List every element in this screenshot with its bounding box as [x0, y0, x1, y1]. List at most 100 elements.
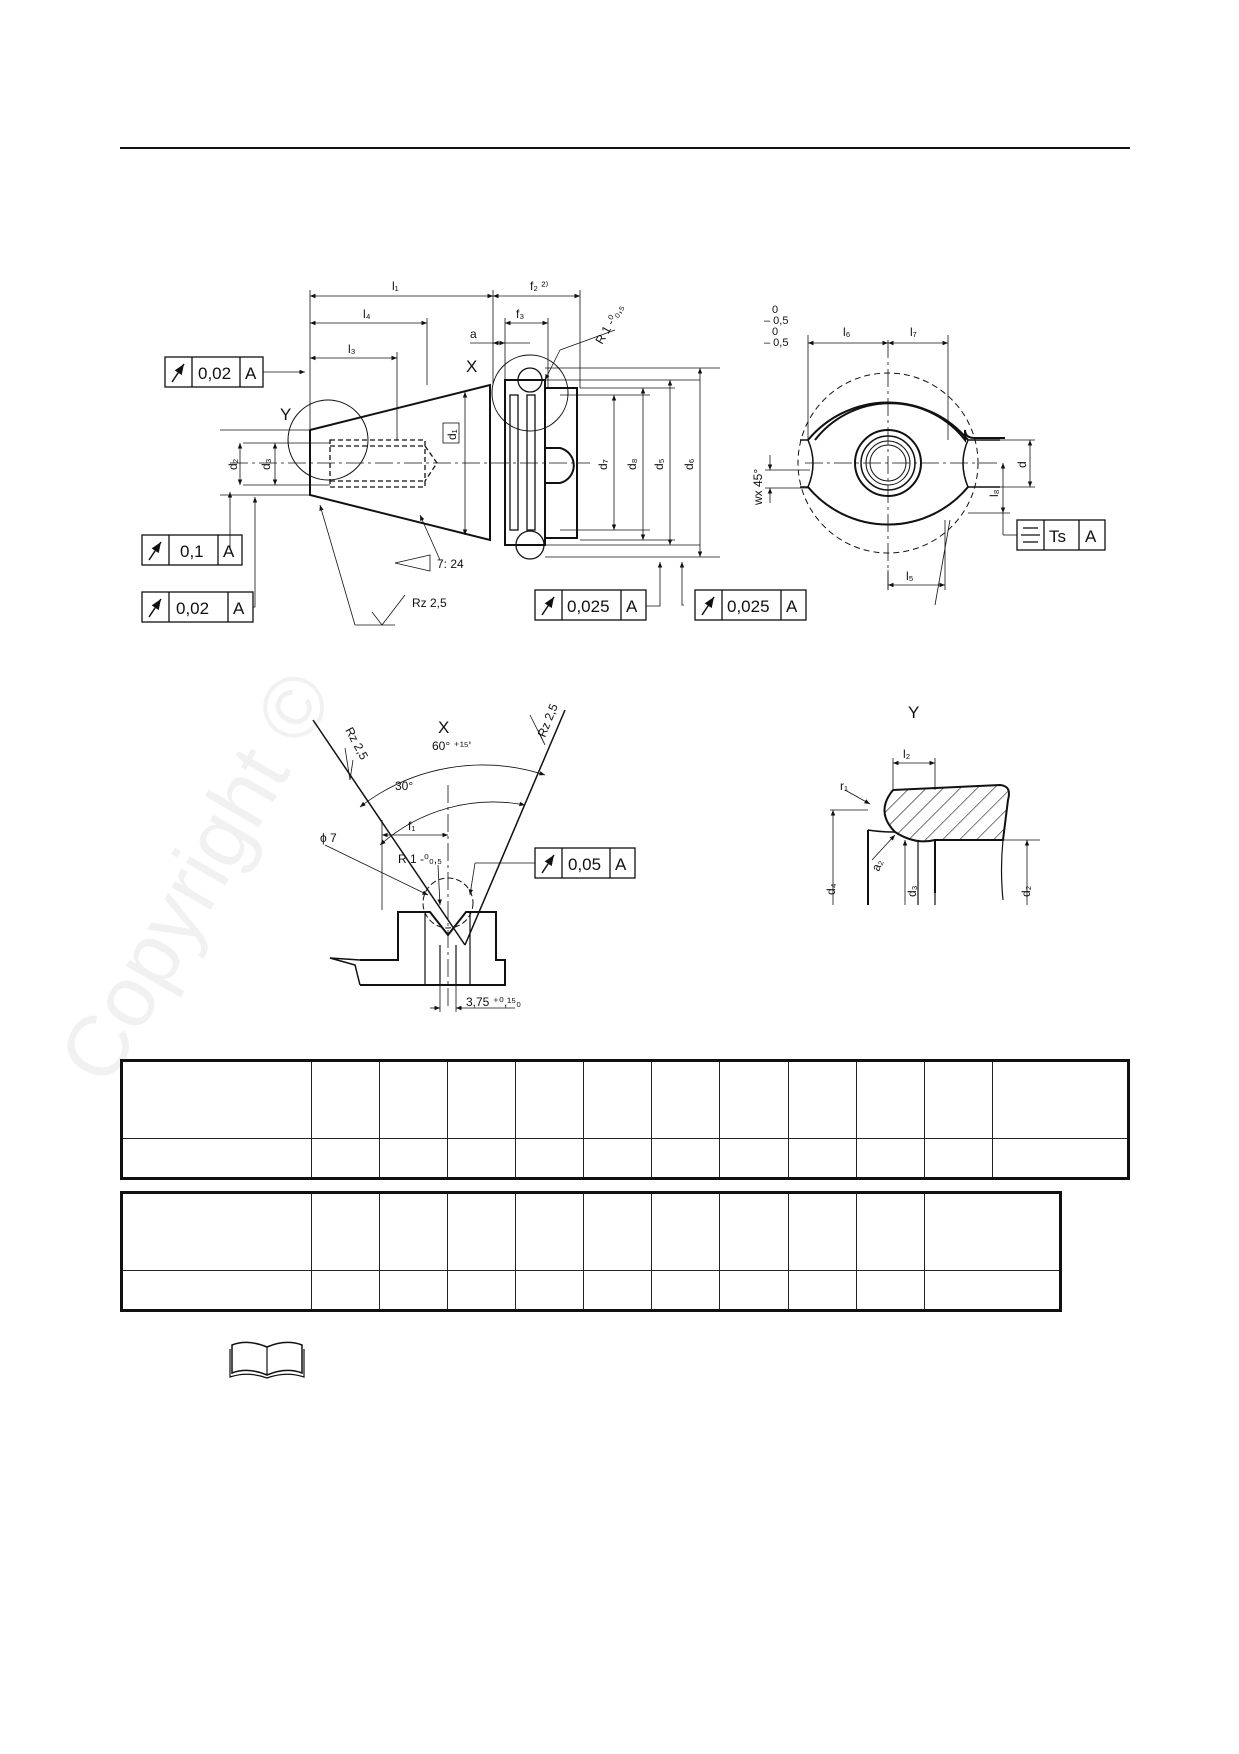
table-cell	[379, 1060, 449, 1139]
table-cell	[121, 1192, 312, 1271]
label-d3: d₃	[259, 458, 273, 470]
table-cell	[855, 1270, 925, 1311]
frame-symmetry-datum: A	[1085, 527, 1097, 546]
label-x-main: X	[466, 357, 477, 376]
label-rz-main: Rz 2,5	[412, 596, 447, 610]
label-l7: l₇	[910, 325, 917, 339]
frame-runout-1: 0,02 A	[164, 356, 264, 388]
table-cell	[991, 1138, 1130, 1179]
table-cell	[719, 1270, 789, 1311]
book-icon	[229, 1341, 305, 1379]
table-cell	[447, 1060, 517, 1139]
label-d2y: d₂	[1019, 885, 1033, 897]
table-cell	[379, 1138, 449, 1179]
end-view	[765, 335, 1035, 606]
table-cell	[923, 1270, 1062, 1311]
frame-runout-4: 0,025 A	[534, 589, 647, 621]
label-d1: d₁	[445, 429, 459, 440]
label-l1: l₁	[392, 279, 399, 293]
table-cell	[651, 1270, 721, 1311]
frame-runout-5-value: 0,025	[727, 597, 770, 616]
table-cell	[447, 1138, 517, 1179]
label-y-detail: Y	[908, 703, 919, 722]
dimension-table-1	[120, 1059, 1130, 1180]
table-cell	[121, 1060, 312, 1139]
frame-runout-3: 0,02 A	[141, 591, 254, 623]
label-angle60: 60° ⁺¹⁵'	[432, 739, 471, 753]
table-cell	[855, 1060, 925, 1139]
label-d: d	[1015, 461, 1029, 468]
table-cell	[379, 1192, 449, 1271]
label-phi7: ϕ 7	[320, 831, 337, 845]
table-row	[121, 1060, 1130, 1139]
frame-runout-3-datum: A	[233, 599, 245, 618]
frame-runout-5-datum: A	[786, 597, 798, 616]
table-cell	[583, 1060, 653, 1139]
frame-symmetry-value: Ts	[1049, 527, 1066, 546]
label-rz-right: Rz 2,5	[535, 701, 561, 739]
table-cell	[583, 1192, 653, 1271]
label-d4: d₄	[824, 883, 838, 895]
label-d6: d₆	[682, 458, 696, 470]
table-cell	[991, 1060, 1130, 1139]
frame-symmetry: Ts A	[1016, 519, 1106, 551]
table-cell	[583, 1138, 653, 1179]
tol-top-2: 0	[772, 326, 778, 338]
label-r1y: r₁	[840, 779, 848, 793]
label-l3: l₃	[348, 342, 356, 356]
table-cell	[923, 1138, 993, 1179]
table-cell	[923, 1060, 993, 1139]
table-cell	[447, 1270, 517, 1311]
table-cell	[787, 1270, 857, 1311]
tol-top-3: – 0,5	[764, 337, 788, 349]
label-a: a	[470, 327, 477, 341]
table-cell	[719, 1060, 789, 1139]
table-cell	[719, 1138, 789, 1179]
table-cell	[651, 1192, 721, 1271]
table-cell	[787, 1060, 857, 1139]
frame-runout-7-value: 0,05	[568, 855, 601, 874]
table-cell	[787, 1138, 857, 1179]
main-side-view	[220, 290, 720, 626]
label-r1-detail: R 1 -⁰₀,₅	[398, 852, 442, 866]
label-l5: l₅	[906, 569, 914, 583]
table-row	[121, 1192, 1062, 1271]
frame-runout-5: 0,025 A	[694, 589, 807, 621]
technical-drawing: l₁ l₄ l₃ f₂ ²⁾ f₃ a R 1 -⁰₀,₅ d₇ d₈ d₅ d…	[141, 279, 1106, 1012]
label-f1: f₁	[408, 819, 415, 833]
table-row	[121, 1138, 1130, 1179]
table-cell	[121, 1270, 312, 1311]
label-dim375: 3,75 ⁺⁰,¹⁵₀	[466, 995, 521, 1009]
label-d8: d₈	[625, 458, 639, 470]
frame-runout-2: 0,1 A	[141, 534, 243, 566]
table-cell	[855, 1192, 925, 1271]
frame-runout-7-datum: A	[615, 855, 627, 874]
label-l2: l₂	[903, 747, 911, 761]
frame-runout-2-value: 0,1	[180, 542, 204, 561]
frame-runout-7: 0,05 A	[534, 847, 636, 879]
table-cell	[121, 1138, 312, 1179]
table-cell	[447, 1192, 517, 1271]
table-cell	[651, 1060, 721, 1139]
frame-runout-3-value: 0,02	[176, 599, 209, 618]
table-cell	[651, 1138, 721, 1179]
label-l4: l₄	[363, 307, 371, 321]
label-d2: d₂	[226, 458, 240, 470]
table-cell	[923, 1192, 1062, 1271]
tol-top-0: 0	[772, 304, 778, 316]
table-cell	[310, 1270, 381, 1311]
label-x-detail: X	[438, 718, 449, 737]
table-cell	[855, 1138, 925, 1179]
label-d3y: d₃	[905, 885, 919, 897]
label-f2: f₂ ²⁾	[530, 279, 548, 293]
frame-runout-2-datum: A	[223, 542, 235, 561]
label-taper: 7: 24	[437, 557, 464, 571]
dimension-table-2	[120, 1191, 1062, 1312]
label-d7: d₇	[596, 459, 610, 470]
tol-top-1: – 0,5	[764, 315, 788, 327]
detail-x	[312, 709, 566, 1012]
label-r1-main: R 1 -⁰₀,₅	[592, 301, 626, 346]
table-cell	[515, 1270, 585, 1311]
frame-runout-1-datum: A	[245, 364, 257, 383]
table-cell	[310, 1138, 381, 1179]
